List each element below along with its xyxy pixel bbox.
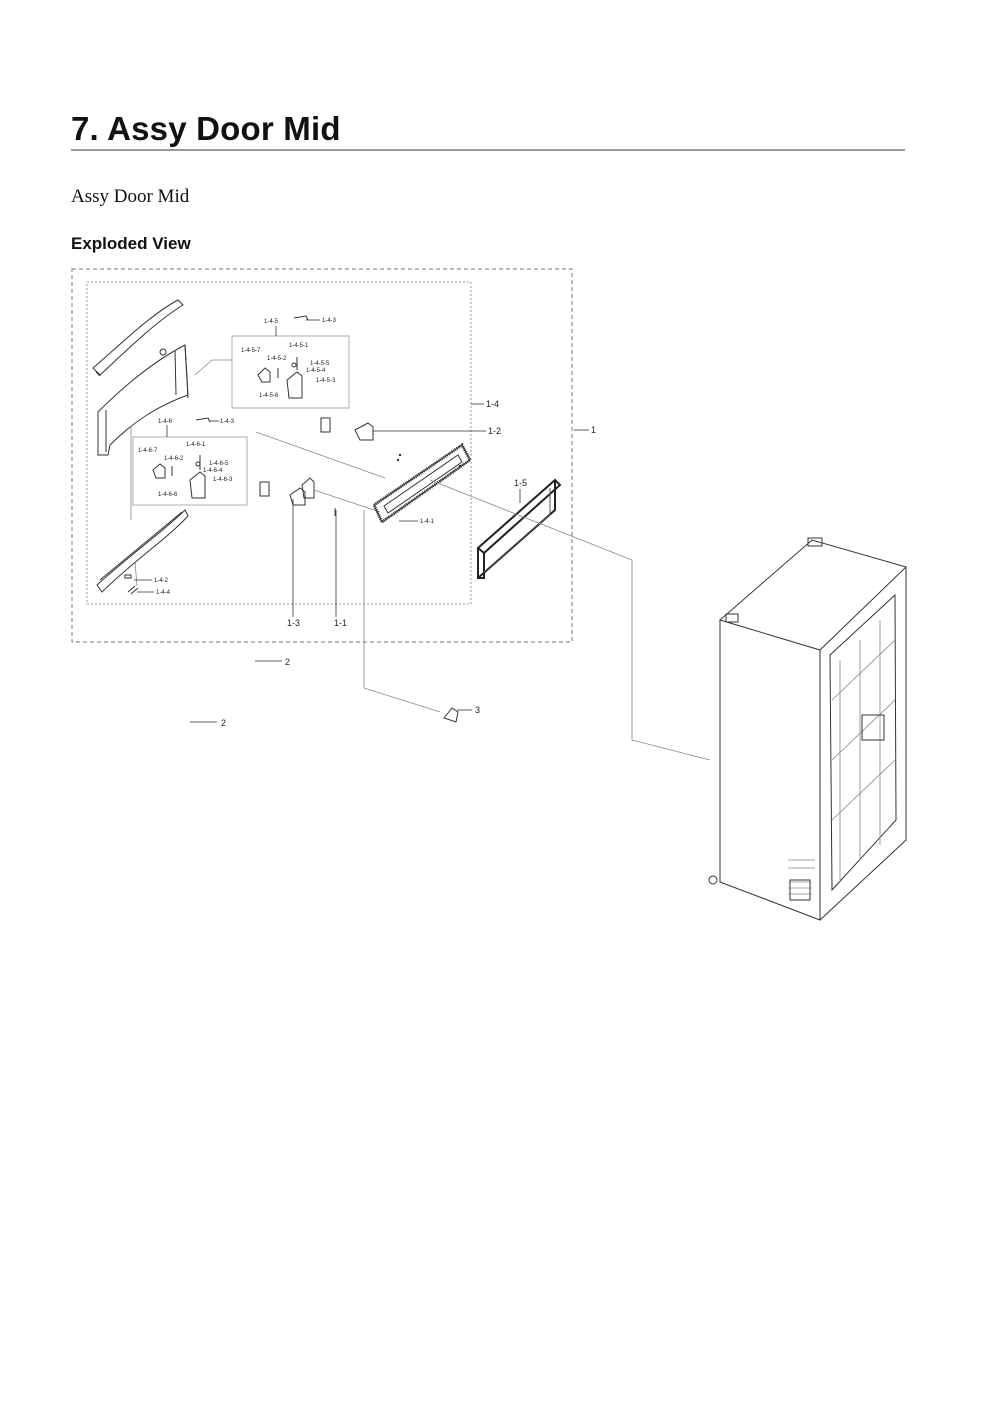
gasket-part	[476, 478, 562, 579]
bracket-lower	[259, 481, 270, 497]
bracket-upper	[320, 417, 331, 433]
callout-1-4-5: 1-4-5	[264, 319, 279, 325]
callout-1-4-5-4: 1-4-5-4	[306, 368, 326, 374]
callout-1-4-5-3: 1-4-5-3	[316, 378, 336, 384]
part-1-4-3-mid	[195, 417, 211, 423]
door-handle-part	[97, 344, 189, 456]
outer-assembly-boundary	[71, 268, 573, 643]
part-1-4-3-top	[293, 315, 309, 321]
callout-1-4-5-7: 1-4-5-7	[241, 348, 261, 354]
callout-1-3: 1-3	[287, 618, 300, 628]
door-bottom-handle-part	[96, 509, 189, 593]
callout-1-4-3-top: 1-4-3	[322, 318, 337, 324]
callout-1-4-6-1: 1-4-6-1	[186, 442, 206, 448]
callout-1-4-1: 1-4-1	[420, 519, 435, 525]
callout-3: 3	[475, 705, 480, 715]
callout-1-4-4: 1-4-4	[156, 590, 171, 596]
callout-1-4-6-7: 1-4-6-7	[138, 448, 158, 454]
callout-1-5: 1-5	[514, 478, 527, 488]
callout-1-4-6: 1-4-6	[158, 419, 173, 425]
callout-2-a: 2	[285, 657, 290, 667]
callout-1-4-5-2: 1-4-5-2	[267, 356, 287, 362]
page-subtitle: Assy Door Mid	[71, 186, 190, 207]
callout-1-4-6-3: 1-4-6-3	[213, 477, 233, 483]
callout-2-b: 2	[221, 718, 226, 728]
door-cap-part	[92, 299, 184, 377]
leader-lines	[134, 319, 589, 723]
callout-1-4-5-5: 1-4-5-5	[310, 361, 330, 367]
callout-1-4-6-2: 1-4-6-2	[164, 456, 184, 462]
hinge-parts-top	[257, 357, 303, 399]
section-heading: Exploded View	[71, 234, 191, 253]
callout-1-4-3-mid: 1-4-3	[220, 419, 235, 425]
callout-1-4-5-6: 1-4-5-6	[259, 393, 279, 399]
refrigerator-illustration	[708, 537, 907, 921]
panel-frame-part	[372, 442, 472, 525]
callout-1-2: 1-2	[488, 426, 501, 436]
part-1-2	[354, 422, 374, 441]
detail-box-1-4-6	[132, 436, 248, 506]
callout-1-4-2: 1-4-2	[154, 578, 169, 584]
callout-1-4-5-1: 1-4-5-1	[289, 343, 309, 349]
title-divider	[71, 149, 905, 151]
detail-box-1-4-5	[231, 335, 350, 409]
callout-1-4: 1-4	[486, 399, 499, 409]
callout-1: 1	[591, 425, 596, 435]
callout-1-4-6-6: 1-4-6-6	[158, 492, 178, 498]
callout-1-4-6-5: 1-4-6-5	[209, 461, 229, 467]
page-title: 7. Assy Door Mid	[71, 110, 341, 147]
inner-assembly-boundary	[86, 281, 472, 605]
callout-1-1: 1-1	[334, 618, 347, 628]
part-3	[443, 707, 459, 723]
callout-1-4-6-4: 1-4-6-4	[203, 468, 223, 474]
hinge-parts-mid	[152, 455, 206, 499]
